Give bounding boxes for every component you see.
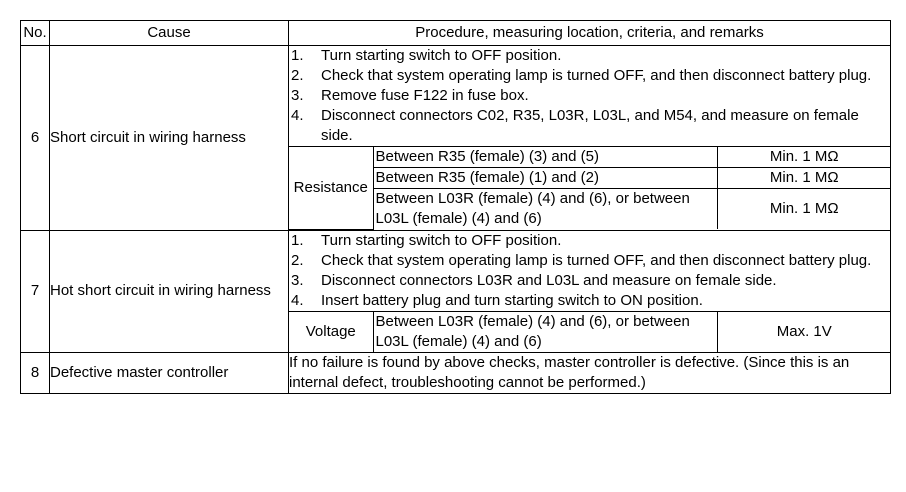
measure-category: Voltage <box>289 310 374 352</box>
measurement-row: Between R35 (female) (1) and (2) Min. 1 … <box>289 167 891 189</box>
measure-criteria: Min. 1 MΩ <box>716 188 891 229</box>
measurement-table: Voltage Between L03R (female) (4) and (6… <box>289 310 891 352</box>
measurement-row: Voltage Between L03R (female) (4) and (6… <box>289 310 891 352</box>
step-number: 3. <box>291 271 304 289</box>
step-text: Disconnect connectors C02, R35, L03R, L0… <box>321 107 859 144</box>
step-text: Check that system operating lamp is turn… <box>321 67 872 84</box>
step-number: 2. <box>291 67 304 84</box>
step-item: 1. Turn starting switch to OFF position. <box>291 46 884 66</box>
header-procedure: Procedure, measuring location, criteria,… <box>288 20 891 46</box>
cause-cell: Hot short circuit in wiring harness <box>49 229 289 353</box>
step-number: 4. <box>291 107 304 124</box>
measure-location: Between L03R (female) (4) and (6), or be… <box>372 310 718 352</box>
header-no: No. <box>20 20 50 46</box>
step-number: 4. <box>291 291 304 309</box>
measure-criteria: Max. 1V <box>716 310 891 352</box>
step-text: Check that system operating lamp is turn… <box>321 251 872 269</box>
step-item: 4. Insert battery plug and turn starting … <box>291 291 884 311</box>
troubleshooting-table: No. Cause Procedure, measuring location,… <box>20 20 891 394</box>
step-item: 1. Turn starting switch to OFF position. <box>291 231 884 251</box>
step-item: 3. Disconnect connectors L03R and L03L an… <box>291 271 884 291</box>
measure-category: Resistance <box>289 146 374 230</box>
step-number: 2. <box>291 251 304 269</box>
procedure-steps: 1.Turn starting switch to OFF position. … <box>289 46 890 146</box>
measure-criteria: Min. 1 MΩ <box>716 146 891 168</box>
step-text: Remove fuse F122 in fuse box. <box>321 87 529 104</box>
table-row: 6 Short circuit in wiring harness 1. Turn… <box>20 45 891 231</box>
table-row: 8 Defective master controller If no fail… <box>20 351 891 394</box>
row-number: 7 <box>20 229 50 353</box>
step-text: Disconnect connectors L03R and L03L and … <box>321 271 777 289</box>
procedure-cell: 1.Turn starting switch to OFF position. … <box>288 45 891 231</box>
step-number: 3. <box>291 87 304 104</box>
header-cause: Cause <box>49 20 289 46</box>
step-item: 4. Disconnect connectors C02, R35, L03R, … <box>291 106 884 146</box>
cause-cell: Defective master controller <box>49 351 289 394</box>
procedure-note: If no failure is found by above checks, … <box>288 351 891 394</box>
measurement-row: Resistance Between R35 (female) (3) and … <box>289 146 891 230</box>
measurement-table: Resistance Between R35 (female) (3) and … <box>289 146 891 230</box>
step-item: 3. Remove fuse F122 in fuse box. <box>291 86 884 106</box>
step-number: 1. <box>291 47 304 64</box>
row-number: 6 <box>20 45 50 231</box>
measure-location: Between R35 (female) (1) and (2) <box>373 167 718 189</box>
step-number: 1. <box>291 231 304 249</box>
cause-cell: Short circuit in wiring harness <box>49 45 289 231</box>
procedure-steps: 1.Turn starting switch to OFF position. … <box>289 231 890 311</box>
table-row: 7 Hot short circuit in wiring harness 1.… <box>20 229 891 353</box>
step-item: 2. Check that system operating lamp is tu… <box>291 251 884 271</box>
header-row: No. Cause Procedure, measuring location,… <box>20 20 891 46</box>
procedure-cell: 1.Turn starting switch to OFF position. … <box>288 229 891 353</box>
step-text: Turn starting switch to OFF position. <box>321 231 562 249</box>
step-text: Insert battery plug and turn starting sw… <box>321 291 703 309</box>
step-item: 2. Check that system operating lamp is tu… <box>291 66 884 86</box>
measure-location: Between R35 (female) (3) and (5) <box>372 146 718 168</box>
measurement-row: Between L03R (female) (4) and (6), or be… <box>289 188 891 229</box>
step-text: Turn starting switch to OFF position. <box>321 47 562 64</box>
measure-criteria: Min. 1 MΩ <box>716 167 891 189</box>
row-number: 8 <box>20 351 50 394</box>
measure-location: Between L03R (female) (4) and (6), or be… <box>373 188 718 229</box>
